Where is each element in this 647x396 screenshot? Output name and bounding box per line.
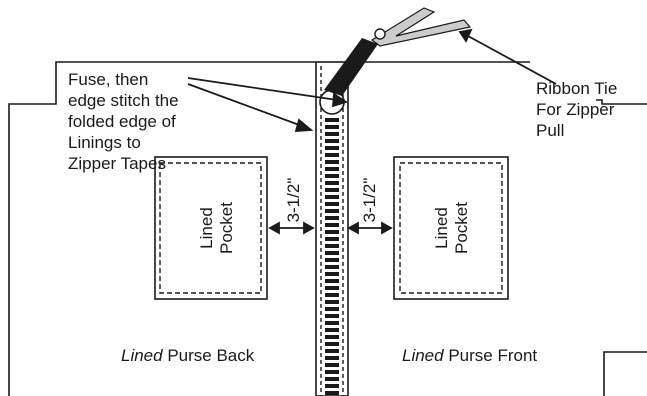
purse-front-label: Lined Purse Front [402, 345, 537, 366]
zipper-tooth [325, 293, 339, 297]
purse-back-text: Purse Back [162, 346, 255, 365]
zipper-tooth [325, 216, 339, 220]
zipper-tooth [325, 195, 339, 199]
zipper-tooth [325, 139, 339, 143]
zipper-tooth [325, 363, 339, 367]
measure-arrow-left [268, 221, 315, 235]
zipper-tooth [325, 335, 339, 339]
zipper-tooth [325, 286, 339, 290]
purse-front-outline [348, 61, 647, 105]
zipper-tooth [325, 356, 339, 360]
pocket-right-label: Lined Pocket [432, 202, 471, 254]
zipper-tooth [325, 244, 339, 248]
zipper-tooth [325, 300, 339, 304]
pocket-right-outline [393, 156, 509, 300]
zipper-tooth [325, 307, 339, 311]
zipper-tooth [325, 153, 339, 157]
zipper-tooth [325, 237, 339, 241]
measure-right-label: 3-1/2" [360, 177, 379, 223]
zipper-pull-tab [324, 38, 378, 96]
pocket-left-stitch [159, 162, 262, 294]
ribbon-knot [374, 28, 386, 40]
purse-back-label: Lined Purse Back [121, 345, 254, 366]
measure-arrow-right [347, 221, 393, 235]
zipper-tooth [325, 265, 339, 269]
ribbon-leader-arrow [458, 28, 557, 85]
ribbon-note: Ribbon Tie For Zipper Pull [536, 79, 618, 140]
zipper-tooth [325, 160, 339, 164]
zipper-tooth [325, 279, 339, 283]
zipper-tooth [325, 342, 339, 346]
zipper-tooth [325, 230, 339, 234]
zipper-teeth [325, 118, 339, 395]
zipper-tooth [325, 125, 339, 129]
zipper-tooth [325, 132, 339, 136]
fuse-note: Fuse, then edge stitch the folded edge o… [68, 70, 179, 173]
purse-front-text: Purse Front [443, 346, 538, 365]
zipper-tooth [325, 118, 339, 122]
zipper-tooth [325, 209, 339, 213]
ribbon-tie [370, 7, 472, 47]
zipper-tooth [325, 251, 339, 255]
zipper-tooth [325, 174, 339, 178]
measure-left-label: 3-1/2" [284, 177, 303, 223]
pocket-left-outline [154, 156, 268, 300]
zipper-tooth [325, 370, 339, 374]
zipper-tooth [325, 146, 339, 150]
zipper-tooth [325, 384, 339, 388]
zipper-tooth [325, 328, 339, 332]
zipper-tooth [325, 272, 339, 276]
zipper-tooth [325, 181, 339, 185]
zipper-tooth [325, 391, 339, 395]
zipper-tooth [325, 349, 339, 353]
fuse-leader-arrows [187, 77, 349, 132]
zipper-tooth [325, 202, 339, 206]
purse-back-outline [8, 61, 316, 396]
purse-front-italic: Lined [402, 346, 444, 365]
zipper-tooth [325, 167, 339, 171]
zipper-tooth [325, 314, 339, 318]
zipper-tooth [325, 258, 339, 262]
zipper-tooth [325, 223, 339, 227]
pocket-left-label: Lined Pocket [197, 202, 236, 254]
zipper-tooth [325, 321, 339, 325]
purse-front-corner [603, 351, 647, 396]
pocket-right-stitch [399, 162, 503, 294]
zipper-tooth [325, 377, 339, 381]
purse-back-italic: Lined [121, 346, 163, 365]
zipper-tooth [325, 188, 339, 192]
